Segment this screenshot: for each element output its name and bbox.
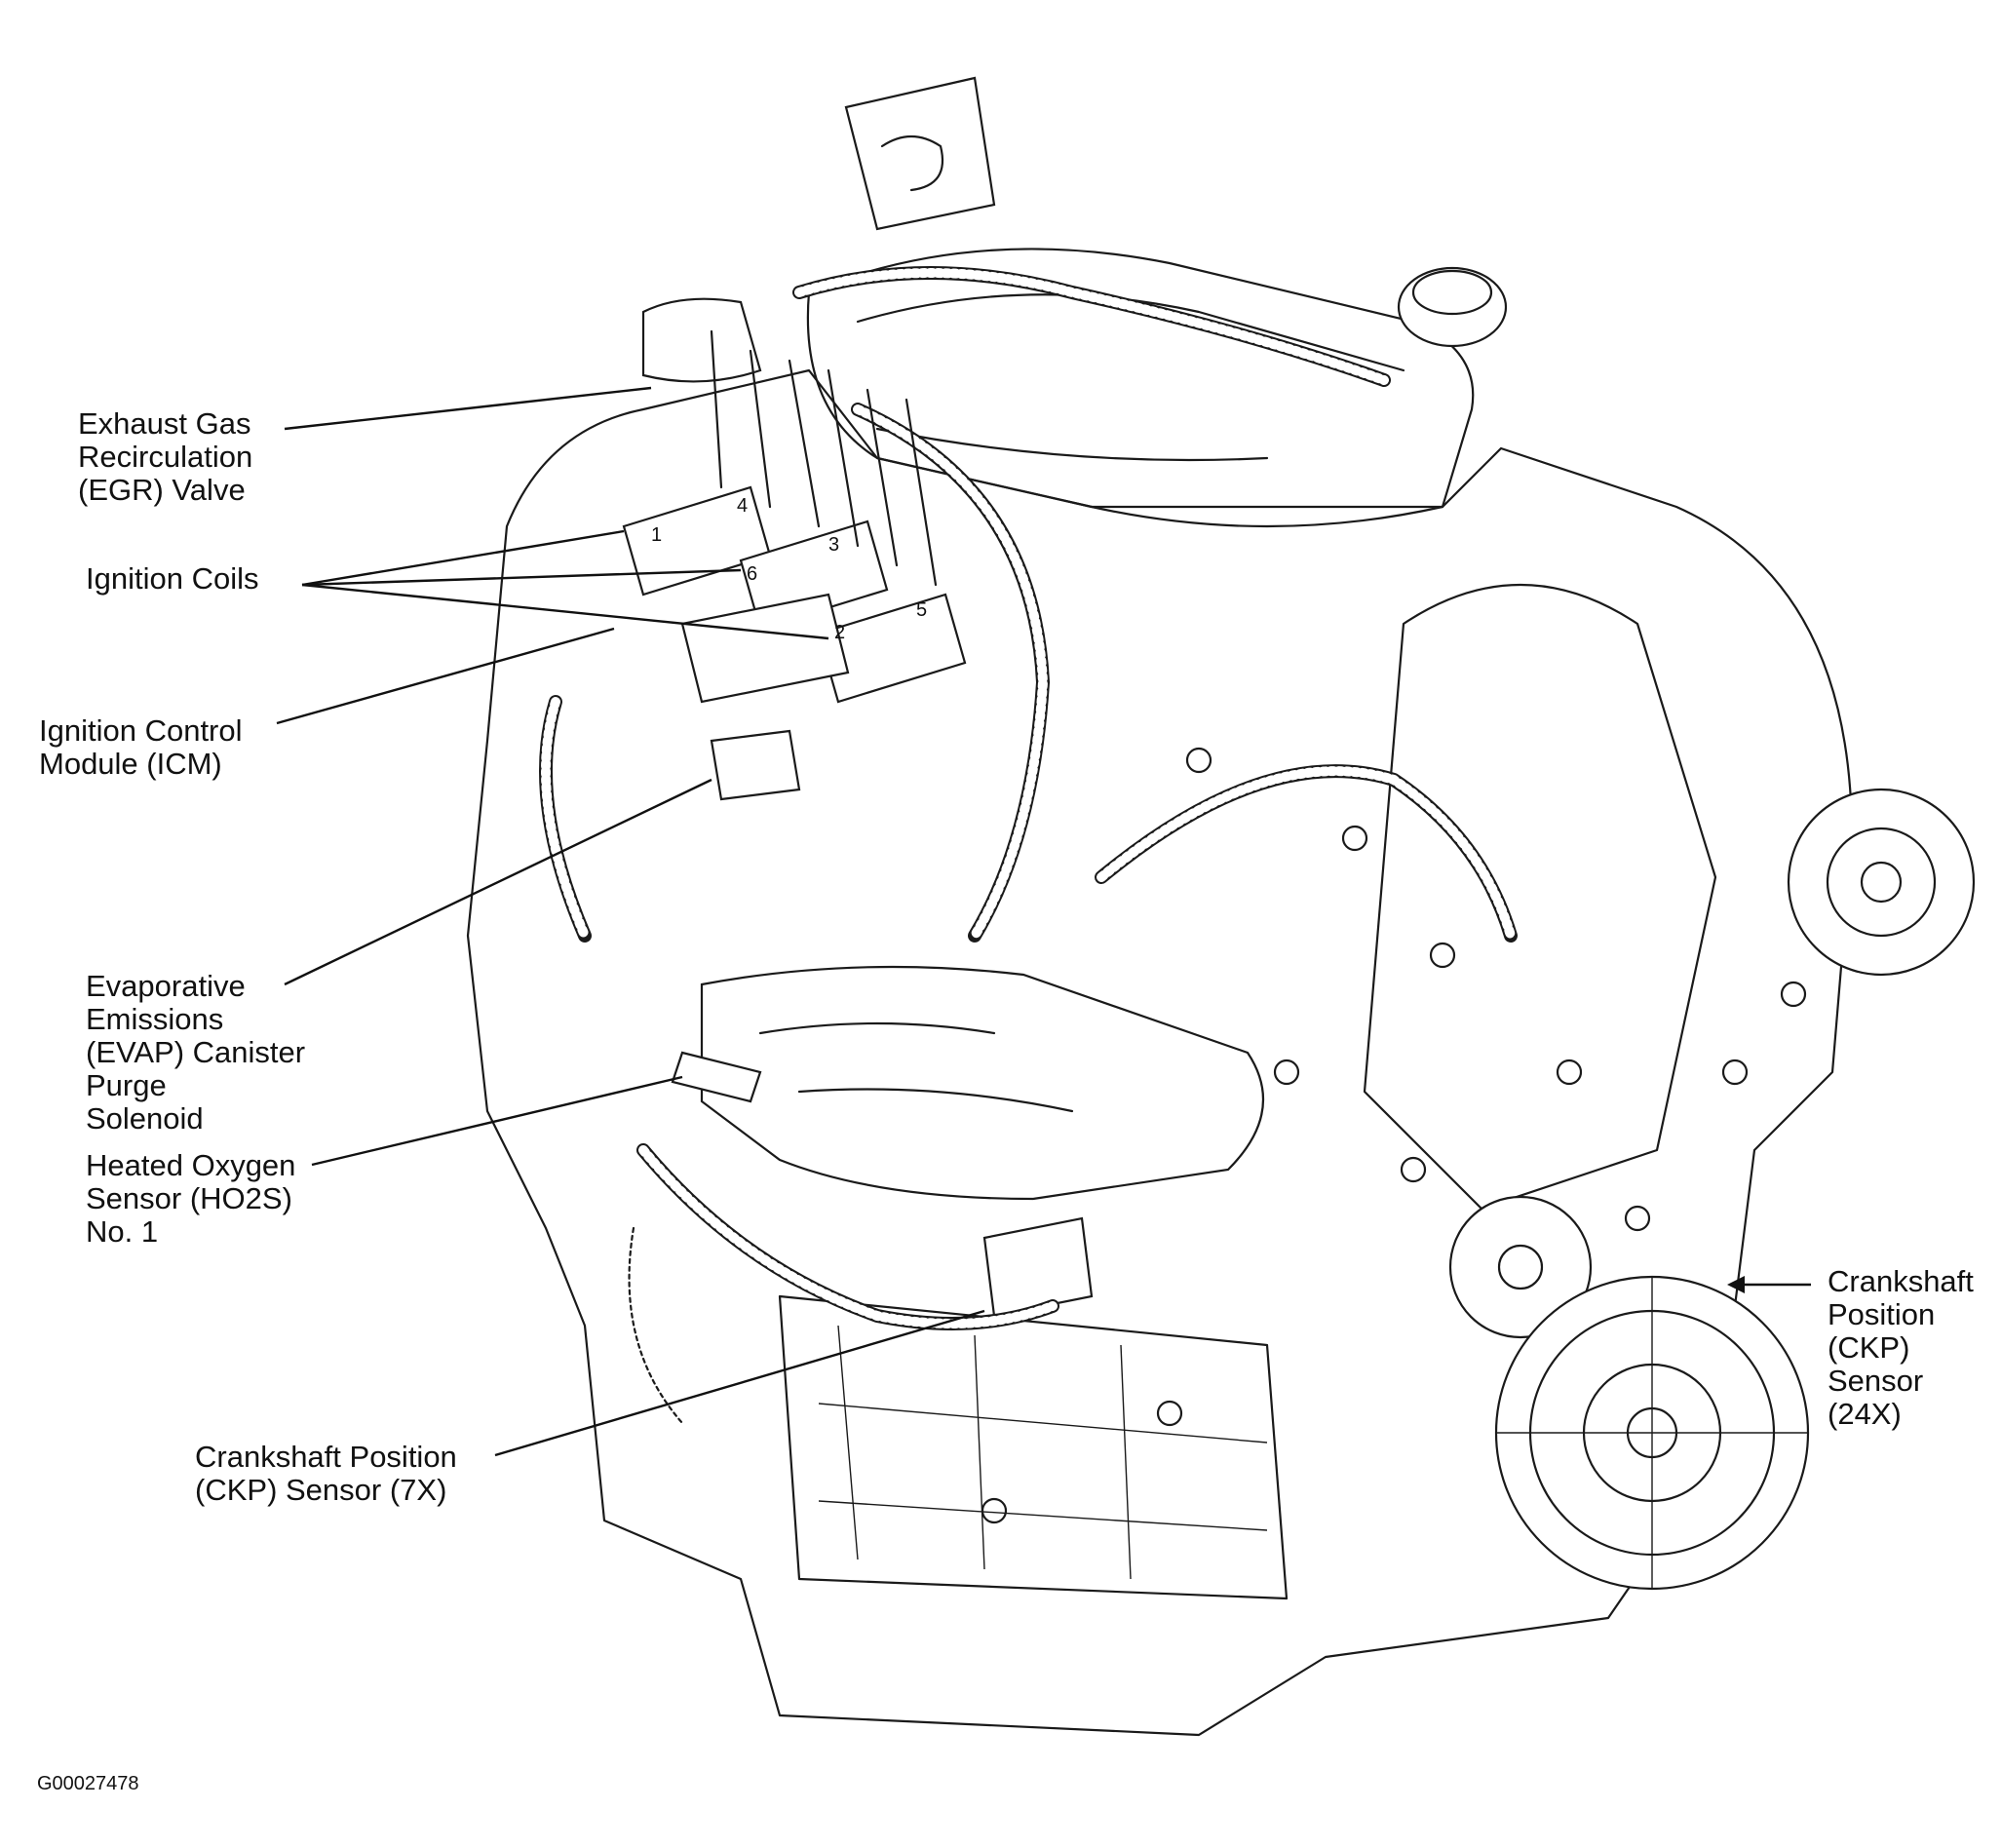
coil-number: 3 [828,534,839,556]
leader-coil-2 [301,568,742,587]
leader-coil-1 [301,529,625,587]
coil-number: 1 [651,524,662,546]
callout-labels: Exhaust Gas Recirculation (EGR) Valve Ig… [37,406,1982,1794]
leader-lines [276,386,1811,1457]
leader-evap [284,778,712,986]
leader-ckp-7x [494,1309,985,1457]
coil-number: 4 [737,495,748,517]
label-ckp-24x: Crankshaft Position (CKP) Sensor (24X) [1828,1264,1982,1431]
label-ckp-7x: Crankshaft Position (CKP) Sensor (7X) [195,1440,465,1507]
leader-coil-3 [301,583,829,640]
label-ignition-coils: Ignition Coils [86,561,258,596]
coil-number: 2 [834,622,845,643]
label-egr-valve: Exhaust Gas Recirculation (EGR) Valve [78,406,261,507]
leader-egr [284,386,652,431]
leader-ho2s [311,1075,683,1167]
leader-icm [276,627,615,725]
figure-id: G00027478 [37,1773,139,1794]
label-evap-solenoid: Evaporative Emissions (EVAP) Canister Pu… [86,969,314,1136]
label-icm: Ignition Control Module (ICM) [39,713,250,781]
engine-block [466,76,1976,1737]
coil-pack-2 [739,520,889,631]
coil-numbers: 1 4 6 3 2 5 [651,495,927,643]
label-ho2s: Heated Oxygen Sensor (HO2S) No. 1 [86,1148,304,1249]
coil-pack-3 [817,593,967,704]
coil-number: 6 [747,563,757,585]
coil-number: 5 [916,599,927,621]
